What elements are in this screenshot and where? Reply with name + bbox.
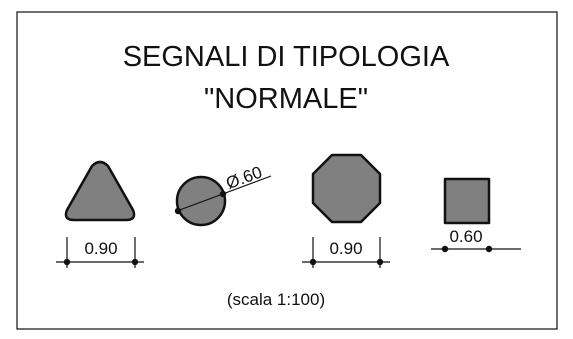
title-line-2: "NORMALE" [204, 83, 368, 115]
octagon-dim-dot-left [309, 258, 317, 266]
circle-sign: Ø.60 [174, 163, 272, 227]
octagon-sign: 0.90 [302, 153, 390, 268]
triangle-dimension-label: 0.90 [84, 239, 117, 258]
square-dim-dot-right [485, 245, 493, 253]
sheet-border [16, 11, 558, 330]
square-shape [443, 177, 491, 225]
octagon-dimension-label: 0.90 [329, 239, 362, 258]
triangle-sign: 0.90 [56, 160, 144, 268]
square-dimension-label: 0.60 [449, 227, 482, 246]
scale-note: (scala 1:100) [227, 290, 325, 309]
octagon-shape [311, 153, 382, 224]
circle-dim-dot-right [219, 190, 227, 198]
title-line-1: SEGNALI DI TIPOLOGIA [123, 41, 450, 73]
square-dim-dot-left [441, 245, 449, 253]
circle-dim-dot-left [174, 207, 182, 215]
triangle-dim-dot-right [131, 258, 139, 266]
octagon-dim-dot-right [376, 258, 384, 266]
circle-shape [175, 175, 227, 227]
triangle-dim-dot-left [63, 258, 71, 266]
square-sign: 0.60 [431, 177, 521, 253]
triangle-shape [64, 160, 136, 222]
circle-dimension-label: Ø.60 [224, 163, 265, 193]
